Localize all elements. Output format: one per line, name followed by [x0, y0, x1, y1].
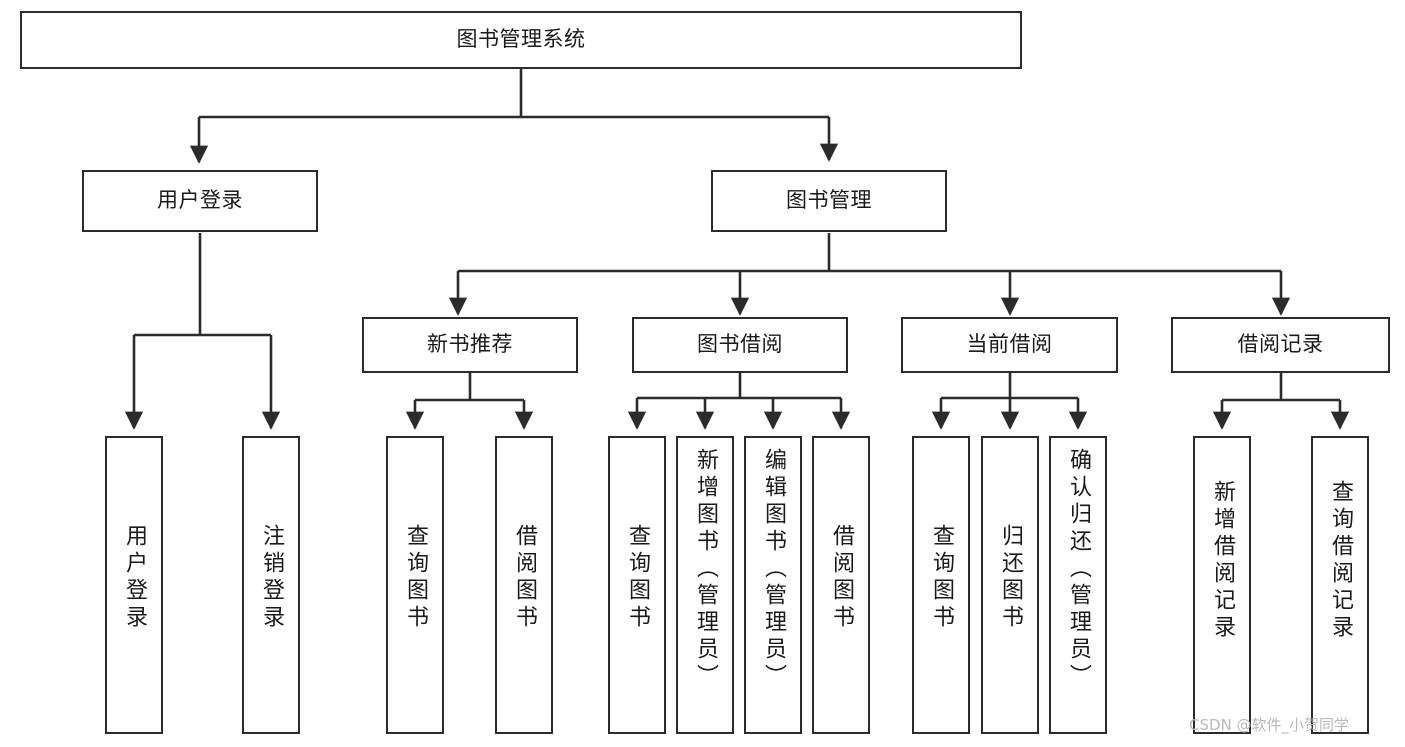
node-leaf-borrow-book-2[interactable]: 借阅图书	[812, 436, 870, 734]
node-user-login[interactable]: 用户登录	[82, 170, 318, 232]
node-leaf-add-book[interactable]: 新增图书（管理员）	[676, 436, 734, 734]
node-label: 查询图书	[929, 524, 954, 632]
node-label: 查询借阅记录	[1328, 480, 1353, 642]
node-label: 借阅图书	[512, 524, 537, 632]
node-leaf-add-record[interactable]: 新增借阅记录	[1193, 436, 1251, 734]
node-leaf-user-login[interactable]: 用户登录	[105, 436, 163, 734]
node-label: 图书管理	[786, 188, 872, 213]
node-label: 查询图书	[625, 524, 650, 632]
node-label: 借阅记录	[1237, 332, 1324, 357]
node-label: 用户登录	[157, 188, 243, 213]
node-new-book-recommend[interactable]: 新书推荐	[362, 317, 578, 373]
csdn-watermark: CSDN @软件_小贺同学	[1189, 716, 1350, 734]
node-leaf-query-book-2[interactable]: 查询图书	[608, 436, 666, 734]
node-label: 图书管理系统	[456, 27, 586, 52]
node-label: 归还图书	[998, 524, 1023, 632]
node-book-borrow[interactable]: 图书借阅	[632, 317, 848, 373]
node-current-borrow[interactable]: 当前借阅	[901, 317, 1118, 373]
node-leaf-borrow-book-1[interactable]: 借阅图书	[495, 436, 553, 734]
node-leaf-query-book-3[interactable]: 查询图书	[912, 436, 970, 734]
node-leaf-confirm-return[interactable]: 确认归还（管理员）	[1049, 436, 1107, 734]
node-label: 借阅图书	[829, 524, 854, 632]
node-root-system[interactable]: 图书管理系统	[20, 11, 1022, 69]
node-label: 确认归还（管理员）	[1066, 448, 1091, 691]
node-leaf-query-record[interactable]: 查询借阅记录	[1311, 436, 1369, 734]
node-leaf-return-book[interactable]: 归还图书	[981, 436, 1039, 734]
node-leaf-logout-login[interactable]: 注销登录	[242, 436, 300, 734]
node-label: 新增借阅记录	[1210, 480, 1235, 642]
node-label: 新增图书（管理员）	[693, 448, 718, 691]
node-book-management[interactable]: 图书管理	[711, 170, 947, 232]
node-leaf-query-book-1[interactable]: 查询图书	[386, 436, 444, 734]
node-label: 查询图书	[403, 524, 428, 632]
node-label: 当前借阅	[966, 332, 1053, 357]
node-borrow-record[interactable]: 借阅记录	[1171, 317, 1390, 373]
node-label: 新书推荐	[427, 332, 513, 357]
node-label: 用户登录	[122, 524, 147, 632]
node-leaf-edit-book[interactable]: 编辑图书（管理员）	[744, 436, 802, 734]
node-label: 图书借阅	[697, 332, 783, 357]
node-label: 编辑图书（管理员）	[761, 448, 786, 691]
node-label: 注销登录	[259, 524, 284, 632]
